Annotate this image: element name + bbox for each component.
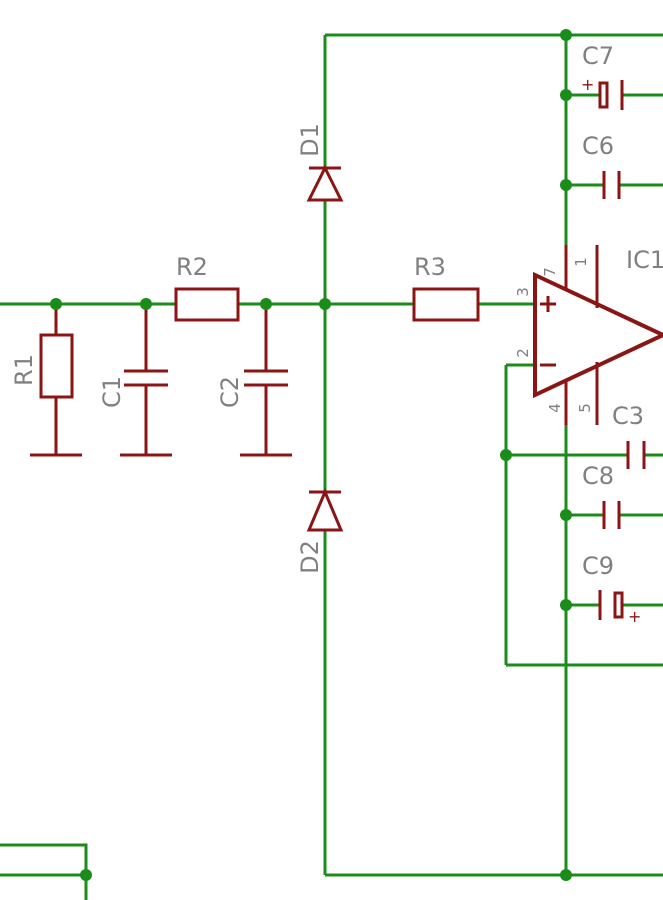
diode-d2 — [306, 488, 344, 532]
junction-dot — [560, 89, 572, 101]
pin-label-7: 7 — [541, 267, 559, 277]
label-c7: C7 — [582, 42, 614, 70]
junction-dot — [560, 29, 572, 41]
junctions — [50, 29, 572, 881]
label-r1: R1 — [10, 354, 38, 386]
junction-dot — [500, 449, 512, 461]
pin-label-5: 5 — [576, 403, 594, 413]
capacitor-c3 — [626, 441, 646, 469]
label-c8: C8 — [582, 462, 614, 490]
label-c1: C1 — [98, 376, 126, 408]
label-d2: D2 — [296, 540, 324, 574]
capacitor-c8 — [602, 501, 621, 529]
label-c9: C9 — [582, 552, 614, 580]
label-c3: C3 — [612, 402, 644, 430]
pin-label-3: 3 — [514, 287, 532, 297]
polarity-plus-c7: + — [581, 75, 594, 94]
junction-dot — [560, 509, 572, 521]
label-d1: D1 — [296, 123, 324, 157]
capacitor-c2 — [240, 305, 292, 457]
diode-d1 — [306, 164, 344, 202]
label-r3: R3 — [414, 253, 446, 281]
capacitor-c7 — [598, 80, 624, 110]
capacitor-c6 — [602, 171, 621, 199]
junction-dot — [80, 869, 92, 881]
label-ic1: IC1 — [626, 246, 663, 274]
wire-bottom-left-box — [0, 843, 88, 900]
junction-dot — [560, 179, 572, 191]
label-r2: R2 — [176, 253, 208, 281]
pin-label-4: 4 — [546, 403, 564, 413]
label-c6: C6 — [582, 132, 614, 160]
junction-dot — [260, 298, 272, 310]
junction-dot — [50, 298, 62, 310]
labels: R1 C1 C2 D1 D2 R2 R3 C7 C6 IC1 C3 C8 C9 … — [10, 42, 663, 626]
capacitor-c9 — [598, 590, 624, 620]
junction-dot — [140, 298, 152, 310]
resistor-r1 — [30, 307, 82, 457]
pin-label-2: 2 — [514, 348, 532, 358]
label-c2: C2 — [216, 376, 244, 408]
capacitor-c1 — [120, 305, 172, 457]
components — [30, 80, 663, 620]
wires — [0, 33, 663, 900]
junction-dot — [560, 869, 572, 881]
junction-dot — [560, 599, 572, 611]
junction-dot — [319, 298, 331, 310]
pin-label-1: 1 — [572, 257, 590, 267]
opamp-ic1 — [533, 245, 663, 425]
resistor-r3 — [412, 287, 480, 322]
resistor-r2 — [174, 287, 240, 322]
polarity-plus-c9: + — [628, 607, 641, 626]
